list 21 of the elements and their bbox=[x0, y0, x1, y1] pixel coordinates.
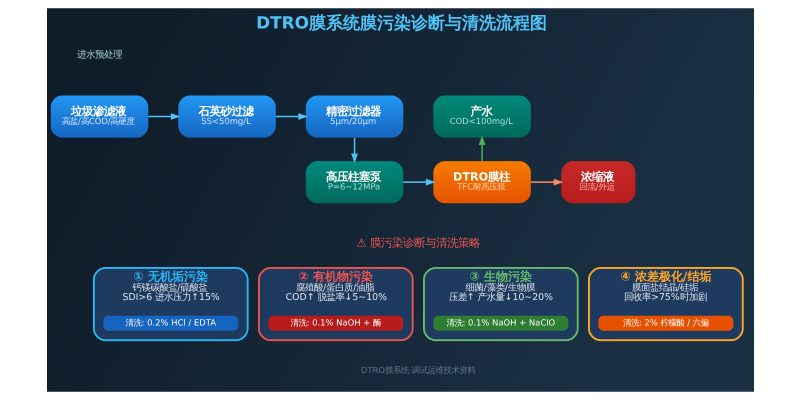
node-box: 清洗: 0.2% HCl / EDTA bbox=[102, 316, 238, 331]
node-box: 产水 COD<100mg/L bbox=[432, 95, 530, 138]
node-box: 垃圾渗滤液 高盐/高COD/高硬度 bbox=[50, 95, 148, 138]
label: ⚠ 膜污染诊断与清洗策略 bbox=[356, 236, 480, 250]
arrow bbox=[402, 178, 435, 186]
arrow bbox=[275, 113, 308, 120]
arrow bbox=[530, 178, 563, 186]
label: 进水预处理 bbox=[76, 49, 122, 60]
label: DTRO膜系统 调试运维技术资料 bbox=[360, 365, 476, 376]
node-box: 清洗: 2% 柠檬酸 / 六偏 bbox=[598, 316, 733, 331]
diagram-title: DTRO膜系统膜污染诊断与清洗流程图 bbox=[256, 12, 546, 32]
node-box: 清洗: 0.1% NaOH + 酶 bbox=[268, 316, 403, 331]
node-box: DTRO膜柱 TFC耐高压膜 bbox=[432, 161, 530, 204]
node-box: 石英砂过滤 SS<50mg/L bbox=[178, 95, 276, 138]
node-box: 精密过滤器 5μm/20μm bbox=[305, 95, 403, 138]
arrow bbox=[350, 138, 358, 164]
node-box: 高压柱塞泵 P=6~12MPa bbox=[305, 161, 403, 204]
arrow bbox=[148, 113, 180, 120]
arrow bbox=[478, 135, 485, 161]
node-box: 清洗: 0.1% NaOH + NaClO bbox=[432, 316, 568, 331]
node-box: 浓缩液 回流/外运 bbox=[560, 161, 635, 204]
